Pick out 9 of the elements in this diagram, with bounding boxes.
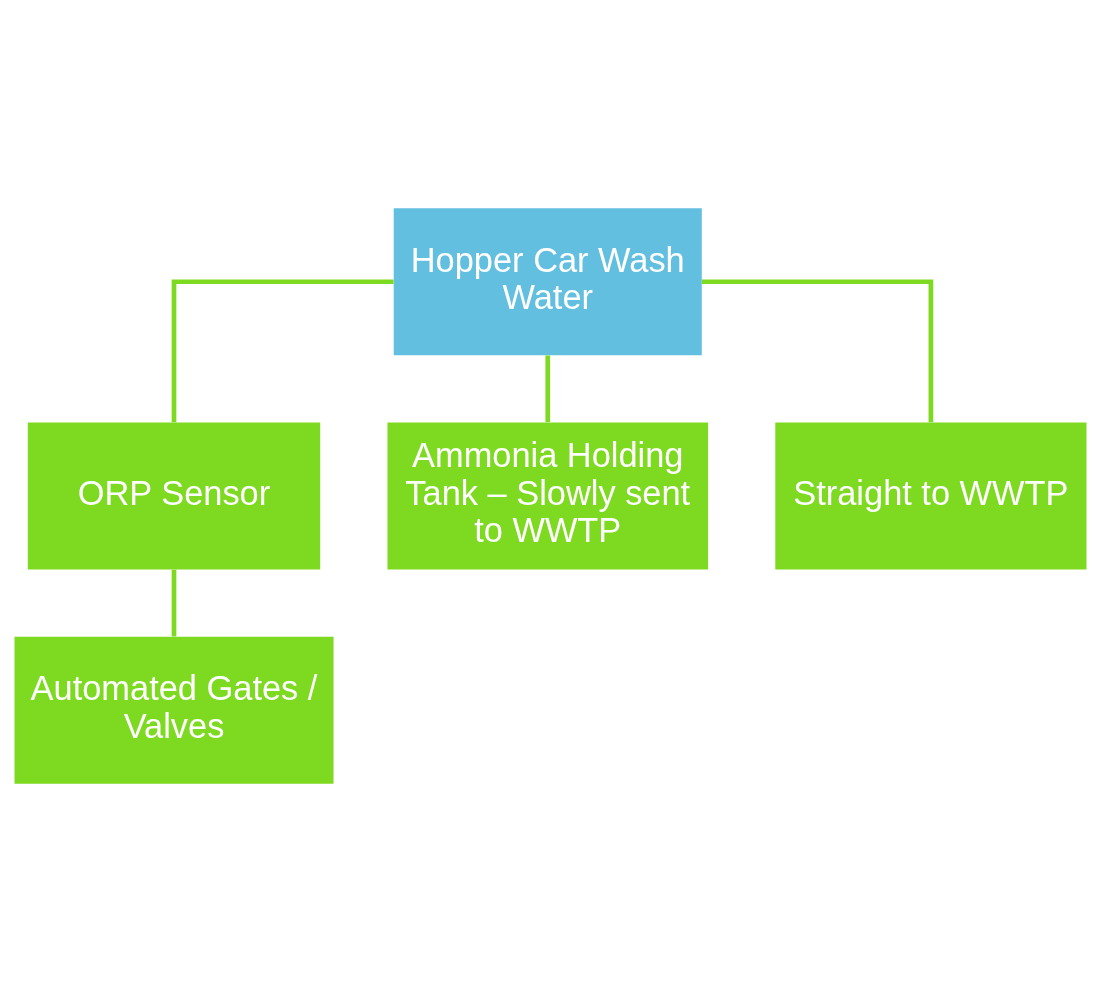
node-box: Automated Gates / Valves — [14, 636, 334, 784]
node-box: Straight to WWTP — [775, 422, 1087, 569]
connector — [171, 278, 394, 422]
node-box: Ammonia Holding Tank – Slowly sent to WWTP — [387, 422, 709, 569]
connector — [545, 355, 551, 422]
node-box: Hopper Car Wash Water — [393, 207, 702, 355]
node-box: ORP Sensor — [27, 422, 321, 569]
connector — [701, 278, 934, 422]
connector — [171, 569, 177, 636]
